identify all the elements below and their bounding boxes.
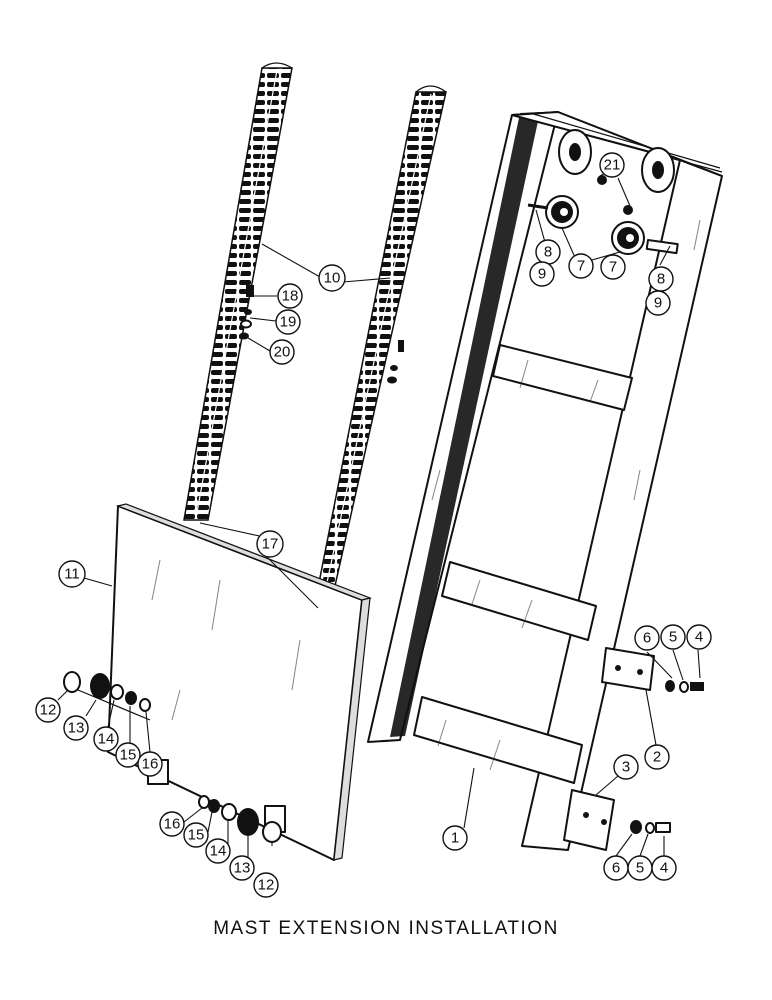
callout-8-right: 8 <box>648 266 674 292</box>
mast-frame <box>367 110 723 851</box>
bolt-set-lower <box>630 820 671 834</box>
callout-15-left: 15 <box>115 742 141 768</box>
callout-3: 3 <box>613 754 639 780</box>
svg-text:15: 15 <box>188 827 205 844</box>
bolt-set-upper <box>665 680 704 693</box>
mounting-plate <box>107 503 372 861</box>
callout-7-left: 7 <box>568 253 594 279</box>
chain-anchor-hardware <box>239 285 404 384</box>
grease-fittings <box>597 175 633 215</box>
callout-9-right: 9 <box>645 290 671 316</box>
svg-text:12: 12 <box>258 877 275 894</box>
svg-text:14: 14 <box>98 731 115 748</box>
svg-text:9: 9 <box>654 295 662 312</box>
svg-text:14: 14 <box>210 843 227 860</box>
side-plate-lower <box>563 789 615 851</box>
svg-text:7: 7 <box>609 259 617 276</box>
callout-17: 17 <box>256 530 284 558</box>
svg-text:8: 8 <box>544 244 552 261</box>
svg-text:2: 2 <box>653 749 661 766</box>
callout-5-lower: 5 <box>627 855 653 881</box>
svg-text:9: 9 <box>538 266 546 283</box>
callout-5-upper: 5 <box>660 624 686 650</box>
callout-11: 11 <box>58 560 86 588</box>
svg-text:20: 20 <box>274 344 291 361</box>
svg-text:18: 18 <box>282 288 299 305</box>
callout-9-left: 9 <box>529 261 555 287</box>
callout-15-right: 15 <box>183 822 209 848</box>
svg-text:5: 5 <box>669 629 677 646</box>
callout-21: 21 <box>599 152 625 178</box>
svg-text:10: 10 <box>324 270 341 287</box>
svg-text:15: 15 <box>120 747 137 764</box>
callout-14-right: 14 <box>205 838 231 864</box>
svg-text:16: 16 <box>142 756 159 773</box>
svg-text:13: 13 <box>234 860 251 877</box>
callout-6-upper: 6 <box>634 625 660 651</box>
callout-7-right: 7 <box>600 254 626 280</box>
callout-20: 20 <box>269 339 295 365</box>
svg-text:13: 13 <box>68 720 85 737</box>
callout-13-left: 13 <box>63 715 89 741</box>
callout-18: 18 <box>277 283 303 309</box>
svg-text:11: 11 <box>64 566 80 583</box>
callout-10: 10 <box>318 264 346 292</box>
callout-1: 1 <box>442 825 468 851</box>
svg-text:1: 1 <box>451 830 459 847</box>
svg-text:21: 21 <box>604 157 621 174</box>
svg-text:19: 19 <box>280 314 297 331</box>
svg-text:16: 16 <box>164 816 181 833</box>
side-plate-upper <box>601 647 655 691</box>
sprocket-right <box>611 221 679 255</box>
callout-14-left: 14 <box>93 726 119 752</box>
svg-text:6: 6 <box>612 860 620 877</box>
svg-text:12: 12 <box>40 702 57 719</box>
callout-4-lower: 4 <box>651 855 677 881</box>
callout-16-right: 16 <box>159 811 185 837</box>
roller-assembly-right <box>198 795 282 843</box>
svg-text:3: 3 <box>622 759 630 776</box>
svg-text:17: 17 <box>262 536 279 553</box>
callout-4-upper: 4 <box>686 624 712 650</box>
sprocket-left <box>527 195 579 229</box>
callout-6-lower: 6 <box>603 855 629 881</box>
callout-19: 19 <box>275 309 301 335</box>
callout-12-right: 12 <box>253 872 279 898</box>
svg-text:6: 6 <box>643 630 651 647</box>
callout-16-left: 16 <box>137 751 163 777</box>
svg-text:8: 8 <box>657 271 665 288</box>
svg-text:4: 4 <box>660 860 668 877</box>
callout-8-left: 8 <box>535 239 561 265</box>
callout-13-right: 13 <box>229 855 255 881</box>
svg-text:7: 7 <box>577 258 585 275</box>
roller-assembly-left <box>63 671 151 721</box>
svg-text:4: 4 <box>695 629 703 646</box>
chain-left <box>183 62 293 521</box>
diagram-caption: MAST EXTENSION INSTALLATION <box>213 918 559 939</box>
callout-12-left: 12 <box>35 697 61 723</box>
svg-text:5: 5 <box>636 860 644 877</box>
callout-2: 2 <box>644 744 670 770</box>
